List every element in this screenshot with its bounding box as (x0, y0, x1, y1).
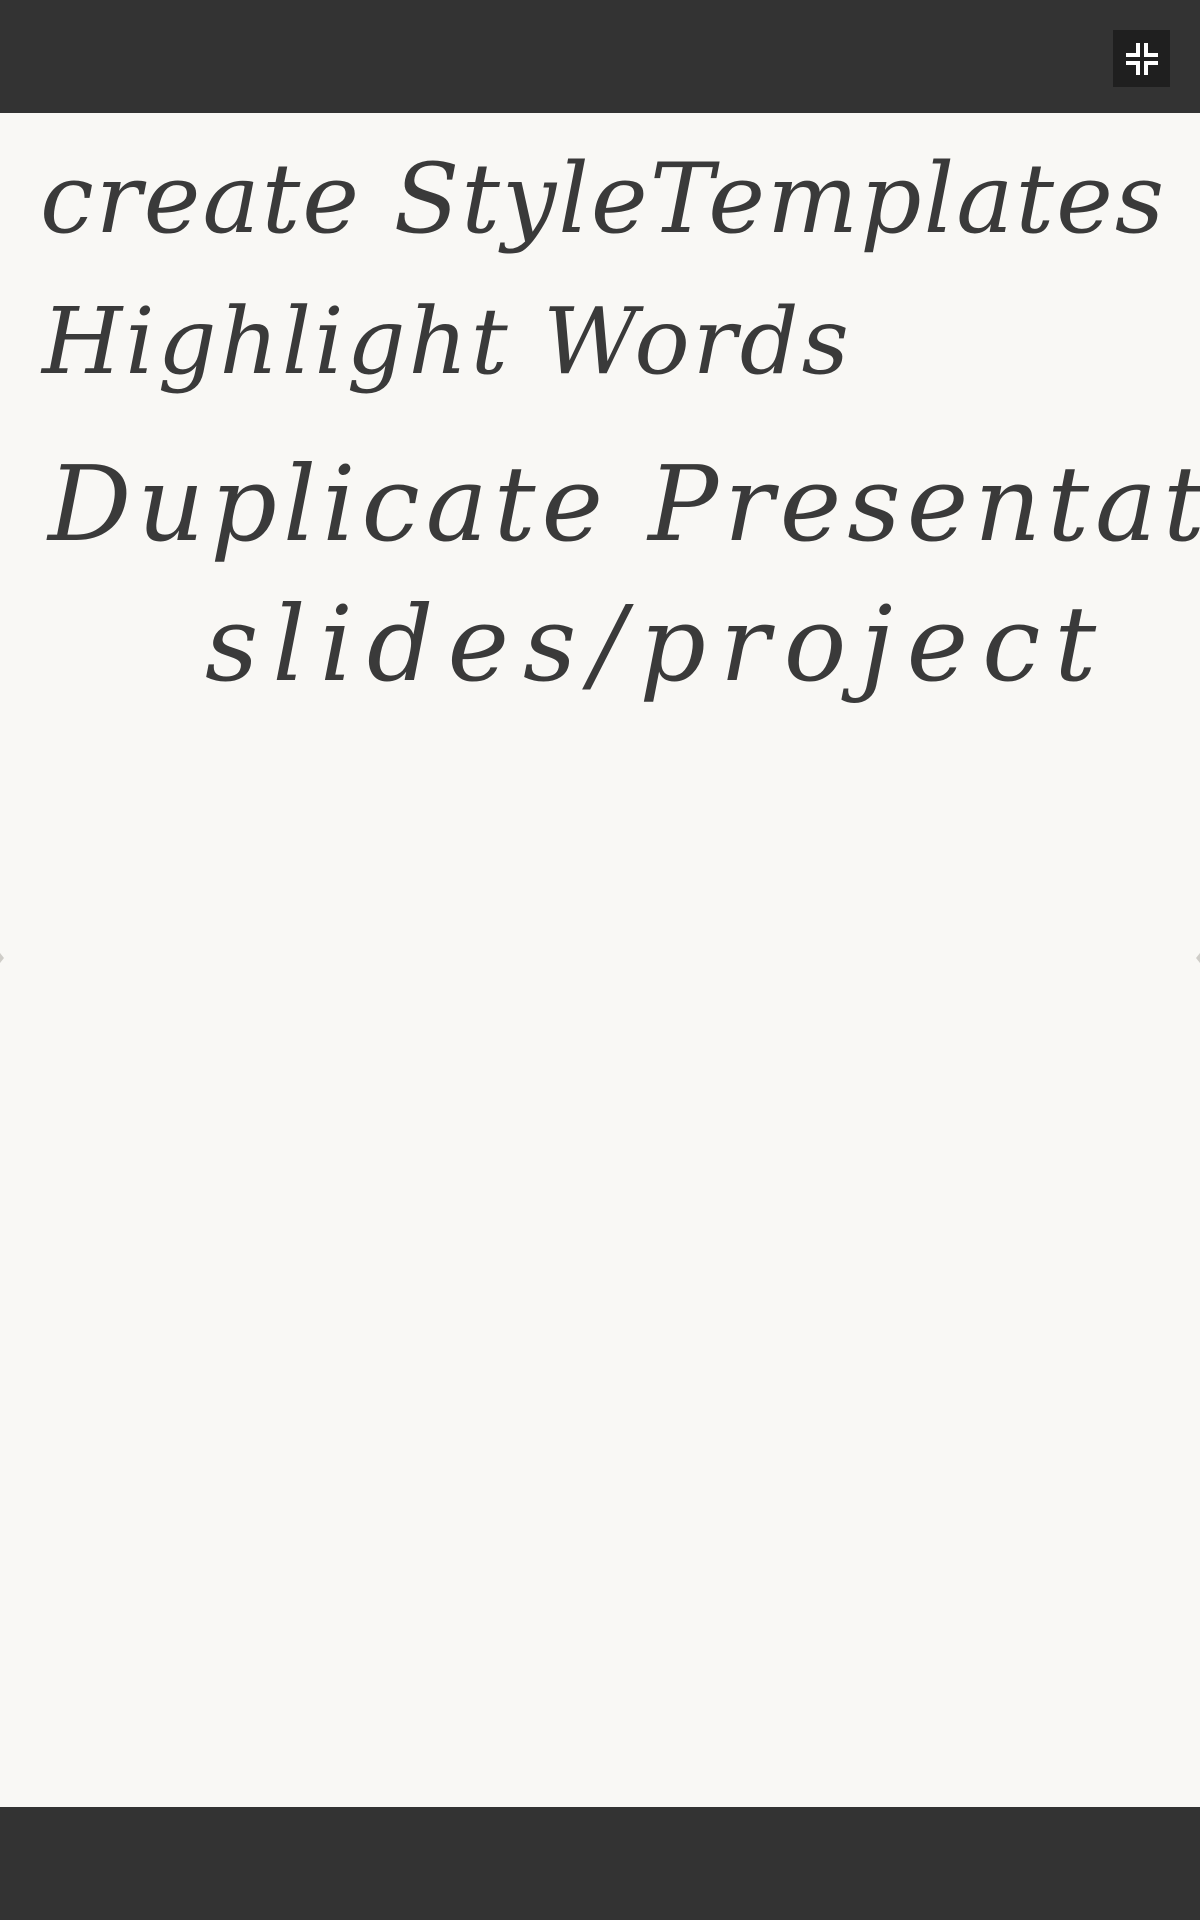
bottom-toolbar (0, 1807, 1200, 1920)
exit-fullscreen-button[interactable] (1113, 30, 1170, 87)
handwritten-line: create StyleTemplates (40, 143, 1167, 255)
handwritten-line: Duplicate Presentations/ (48, 443, 1200, 565)
right-edge-handle[interactable] (1196, 953, 1200, 963)
handwritten-line: slides/project (205, 583, 1111, 705)
top-toolbar (0, 0, 1200, 113)
exit-fullscreen-icon (1125, 42, 1158, 75)
handwritten-line: Highlight Words (42, 288, 852, 395)
ink-layer: create StyleTemplates Highlight Words Du… (0, 113, 1200, 1807)
handwriting-canvas[interactable]: create StyleTemplates Highlight Words Du… (0, 113, 1200, 1807)
left-edge-handle[interactable] (0, 953, 4, 963)
